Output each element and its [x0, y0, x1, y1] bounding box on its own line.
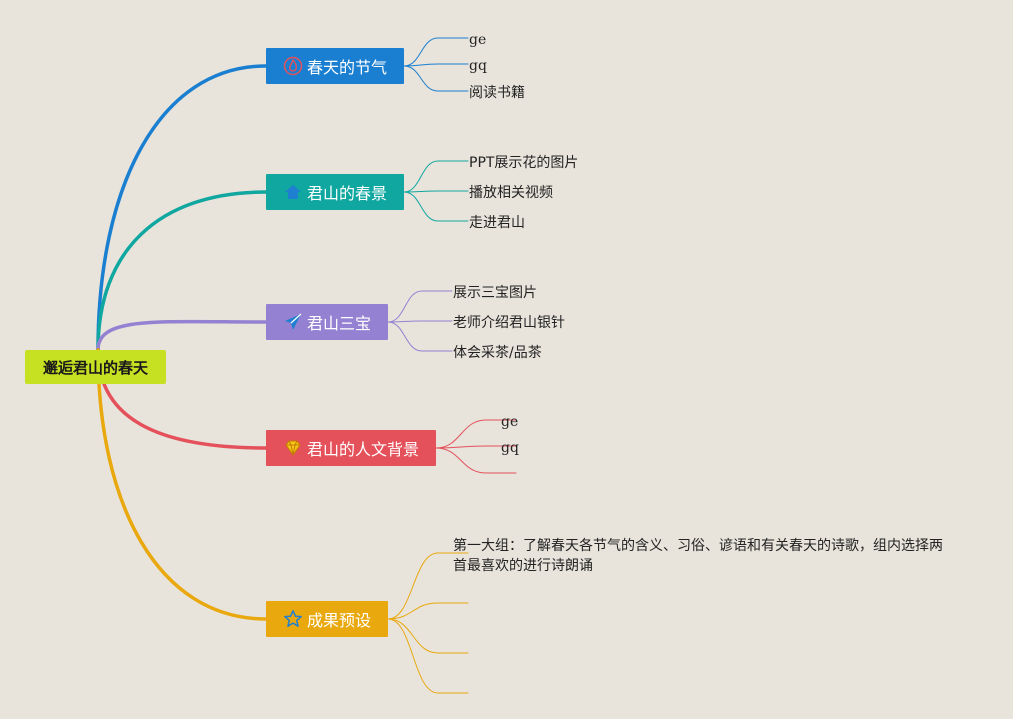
leaf-connector [403, 65, 469, 92]
branch-connector [96, 319, 268, 352]
leaf-connector [435, 445, 517, 449]
root-topic-label: 邂逅君山的春天 [42, 358, 148, 377]
paper-plane-icon [283, 312, 303, 332]
branch-topic-solar-terms[interactable]: 春天的节气 [266, 48, 404, 84]
leaf-connector [387, 290, 453, 323]
diamond-icon [283, 438, 303, 458]
branch-connector [96, 348, 268, 621]
root-topic[interactable]: 邂逅君山的春天 [25, 350, 166, 384]
leaf-topic[interactable]: gq [501, 440, 519, 456]
branch-topic-three-treasures[interactable]: 君山三宝 [266, 304, 388, 340]
leaf-connector [435, 419, 517, 449]
leaf-topic[interactable]: 走进君山 [469, 215, 525, 231]
leaf-topic[interactable]: 展示三宝图片 [453, 285, 537, 301]
leaf-connector [387, 618, 469, 694]
leaf-connector [403, 63, 469, 67]
star-icon [283, 609, 303, 629]
leaf-connector [387, 602, 469, 620]
leaf-connector [403, 160, 469, 193]
branch-label: 成果预设 [306, 611, 371, 630]
leaf-topic[interactable]: ge [501, 414, 519, 430]
leaf-topic[interactable]: 第一大组：了解春天各节气的含义、习俗、谚语和有关春天的诗歌，组内选择两首最喜欢的… [453, 538, 943, 574]
leaf-connector [435, 447, 517, 474]
leaf-connector [387, 618, 469, 654]
leaf-topic[interactable]: 体会采茶/品茶 [453, 345, 542, 361]
leaf-topic[interactable]: 老师介绍君山银针 [453, 315, 565, 331]
leaf-connector [403, 191, 469, 222]
leaf-connector [387, 320, 453, 323]
branch-topic-humanities[interactable]: 君山的人文背景 [266, 430, 436, 466]
branch-topic-spring-scenery[interactable]: 君山的春景 [266, 174, 404, 210]
leaf-topic[interactable]: PPT展示花的图片 [469, 155, 579, 171]
branch-connector [96, 190, 268, 352]
leaf-topic[interactable]: 播放相关视频 [469, 185, 553, 201]
branch-label: 君山的人文背景 [306, 440, 419, 459]
branch-topic-expected-results[interactable]: 成果预设 [266, 601, 388, 637]
home-icon [283, 182, 303, 202]
leaf-connector [387, 552, 469, 620]
branch-connector [96, 64, 268, 352]
leaf-topic[interactable]: 阅读书籍 [469, 85, 525, 101]
leaf-connector [403, 37, 469, 67]
fire-icon [283, 56, 303, 76]
leaf-connector [403, 190, 469, 193]
branch-label: 君山三宝 [306, 314, 371, 333]
leaf-topic[interactable]: gq [469, 58, 487, 74]
leaf-topic[interactable]: ge [469, 32, 487, 48]
branch-label: 君山的春景 [306, 184, 387, 203]
leaf-connector [387, 321, 453, 352]
branch-label: 春天的节气 [306, 58, 387, 77]
